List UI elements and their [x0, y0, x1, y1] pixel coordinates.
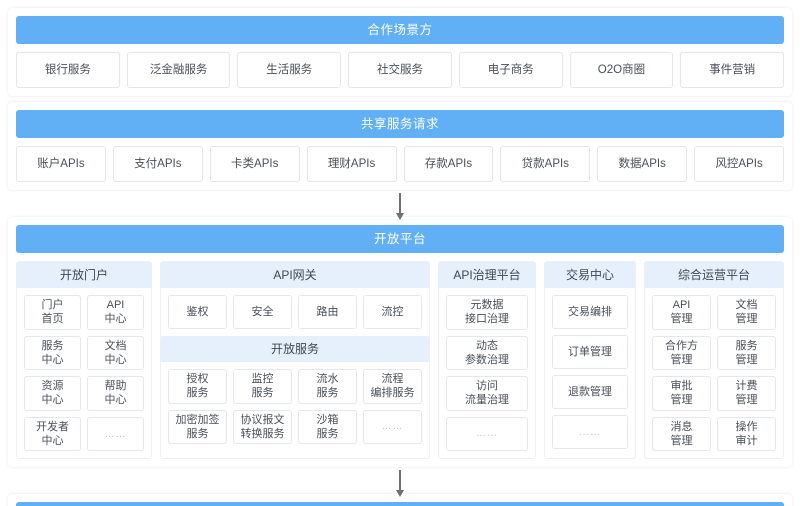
- open-service-cell[interactable]: 流水 服务: [298, 369, 357, 404]
- partner-tile[interactable]: 电子商务: [458, 52, 563, 88]
- api-tile[interactable]: 风控APIs: [694, 146, 784, 182]
- open-service-cell-more[interactable]: ……: [363, 409, 422, 445]
- api-tile[interactable]: 理财APIs: [306, 146, 397, 182]
- api-tile[interactable]: 支付APIs: [112, 146, 203, 182]
- open-portal-grid: 门户 首页 API 中心 服务 中心 文档 中心 资源 中心 帮助 中心 开发者…: [24, 295, 144, 452]
- column-title-trade-center: 交易中心: [545, 262, 635, 288]
- partner-tile[interactable]: 事件营销: [680, 52, 785, 88]
- open-platform-body: 开放门户 门户 首页 API 中心 服务 中心 文档 中心 资源 中心 帮助 中…: [16, 261, 784, 460]
- arrow-icon: [399, 193, 401, 214]
- partners-title: 合作场景方: [16, 16, 784, 44]
- partners-row: 银行服务 泛金融服务 生活服务 社交服务 电子商务 O2O商圈 事件营销: [16, 52, 785, 88]
- finance-platform-section: 金融业务平台 额度 中心 费率 中心 贷款 中心 存款 中心 用户 中心 数据 …: [8, 494, 792, 506]
- open-service-cell[interactable]: 沙箱 服务: [298, 409, 357, 445]
- api-tile[interactable]: 数据APIs: [597, 146, 688, 182]
- operations-grid: API 管理 文档 管理 合作方 管理 服务 管理 审批 管理 计费 管理 消息…: [652, 295, 776, 452]
- operations-cell[interactable]: 操作 审计: [717, 416, 776, 452]
- api-tile[interactable]: 卡类APIs: [209, 146, 300, 182]
- column-api-governance: API治理平台 元数据 接口治理 动态 参数治理 访问 流量治理 ……: [438, 261, 536, 460]
- column-api-gateway: API网关 鉴权 安全 路由 流控 开放服务 授权 服务: [160, 261, 430, 460]
- portal-cell[interactable]: 资源 中心: [24, 376, 81, 411]
- operations-cell[interactable]: 合作方 管理: [652, 335, 711, 371]
- partner-tile[interactable]: 生活服务: [237, 52, 342, 88]
- column-title-open-portal: 开放门户: [17, 262, 151, 288]
- open-platform-section: 开放平台 开放门户 门户 首页 API 中心 服务 中心 文档 中心 资源 中心…: [8, 217, 792, 468]
- column-title-api-governance: API治理平台: [439, 262, 535, 288]
- governance-cell-more[interactable]: ……: [446, 416, 528, 451]
- trade-cell[interactable]: 退款管理: [552, 375, 628, 409]
- portal-cell[interactable]: 门户 首页: [24, 295, 81, 330]
- partner-tile[interactable]: 银行服务: [16, 52, 120, 88]
- portal-cell[interactable]: 开发者 中心: [24, 416, 81, 452]
- open-service-cell[interactable]: 流程 编排服务: [363, 369, 422, 404]
- flow-arrow-down-1: [0, 190, 800, 217]
- subsection-api-gateway: API网关 鉴权 安全 路由 流控: [161, 262, 429, 329]
- trade-cell[interactable]: 交易编排: [552, 295, 628, 329]
- api-tile[interactable]: 贷款APIs: [500, 146, 591, 182]
- column-operations-platform: 综合运营平台 API 管理 文档 管理 合作方 管理 服务 管理 审批 管理 计…: [644, 261, 784, 460]
- finance-platform-title: 金融业务平台: [16, 502, 784, 506]
- flow-arrow-down-2: [0, 467, 800, 494]
- governance-cell[interactable]: 元数据 接口治理: [446, 295, 528, 330]
- governance-cell[interactable]: 动态 参数治理: [446, 335, 528, 371]
- subsection-open-service: 开放服务 授权 服务 监控 服务 流水 服务 流程 编排服务 加密加签 服务 协…: [161, 336, 429, 445]
- partner-tile[interactable]: 泛金融服务: [126, 52, 231, 88]
- column-title-operations-platform: 综合运营平台: [645, 262, 783, 288]
- column-open-portal: 开放门户 门户 首页 API 中心 服务 中心 文档 中心 资源 中心 帮助 中…: [16, 261, 152, 460]
- column-trade-center: 交易中心 交易编排 订单管理 退款管理 ……: [544, 261, 636, 460]
- portal-cell-more[interactable]: ……: [87, 416, 144, 452]
- portal-cell[interactable]: API 中心: [87, 295, 144, 330]
- open-service-cell[interactable]: 协议报文 转换服务: [233, 409, 292, 445]
- operations-cell[interactable]: 计费 管理: [717, 376, 776, 411]
- partners-section: 合作场景方 银行服务 泛金融服务 生活服务 社交服务 电子商务 O2O商圈 事件…: [8, 8, 792, 96]
- gateway-cell[interactable]: 路由: [298, 295, 357, 329]
- open-platform-title: 开放平台: [16, 225, 784, 253]
- operations-cell[interactable]: 审批 管理: [652, 376, 711, 411]
- portal-cell[interactable]: 服务 中心: [24, 335, 81, 371]
- operations-cell[interactable]: API 管理: [652, 295, 711, 330]
- portal-cell[interactable]: 文档 中心: [87, 335, 144, 371]
- partner-tile[interactable]: O2O商圈: [569, 52, 674, 88]
- api-tile[interactable]: 账户APIs: [16, 146, 106, 182]
- trade-cell[interactable]: 订单管理: [552, 335, 628, 369]
- api-gateway-grid: 鉴权 安全 路由 流控: [168, 295, 422, 329]
- api-tile[interactable]: 存款APIs: [403, 146, 494, 182]
- operations-cell[interactable]: 文档 管理: [717, 295, 776, 330]
- operations-cell[interactable]: 消息 管理: [652, 416, 711, 452]
- operations-cell[interactable]: 服务 管理: [717, 335, 776, 371]
- portal-cell[interactable]: 帮助 中心: [87, 376, 144, 411]
- gateway-cell[interactable]: 安全: [233, 295, 292, 329]
- open-service-grid: 授权 服务 监控 服务 流水 服务 流程 编排服务 加密加签 服务 协议报文 转…: [168, 369, 422, 445]
- shared-requests-title: 共享服务请求: [16, 110, 784, 138]
- api-governance-grid: 元数据 接口治理 动态 参数治理 访问 流量治理 ……: [446, 295, 528, 451]
- column-title-api-gateway: API网关: [161, 262, 429, 288]
- open-service-cell[interactable]: 监控 服务: [233, 369, 292, 404]
- trade-cell-more[interactable]: ……: [552, 415, 628, 449]
- governance-cell[interactable]: 访问 流量治理: [446, 376, 528, 411]
- architecture-diagram: 合作场景方 银行服务 泛金融服务 生活服务 社交服务 电子商务 O2O商圈 事件…: [0, 8, 800, 506]
- arrow-icon: [399, 470, 401, 492]
- partner-tile[interactable]: 社交服务: [348, 52, 452, 88]
- open-service-cell[interactable]: 授权 服务: [168, 369, 227, 404]
- open-service-cell[interactable]: 加密加签 服务: [168, 409, 227, 445]
- gateway-cell[interactable]: 流控: [363, 295, 422, 329]
- gateway-cell[interactable]: 鉴权: [168, 295, 227, 329]
- column-title-open-service: 开放服务: [161, 336, 429, 362]
- shared-requests-row: 账户APIs 支付APIs 卡类APIs 理财APIs 存款APIs 贷款API…: [16, 146, 784, 182]
- shared-requests-section: 共享服务请求 账户APIs 支付APIs 卡类APIs 理财APIs 存款API…: [8, 102, 792, 190]
- trade-center-grid: 交易编排 订单管理 退款管理 ……: [552, 295, 628, 449]
